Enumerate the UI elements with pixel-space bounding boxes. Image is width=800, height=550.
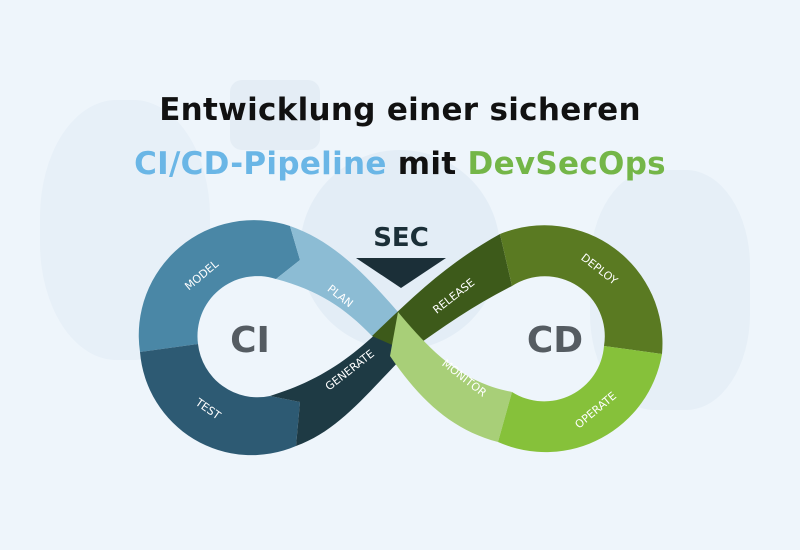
title-mit: mit [397,146,457,182]
segment-release [372,234,512,352]
segment-model [138,220,300,352]
segment-generate [270,310,408,446]
segment-monitor [390,312,512,442]
sec-triangle [356,258,446,288]
segment-test [140,344,300,456]
segment-deploy [500,225,663,354]
cd-label: CD [527,320,583,361]
page-subtitle: CI/CD-Pipeline mit DevSecOps [0,146,800,182]
title-devsecops: DevSecOps [467,146,666,182]
ci-label: CI [230,320,270,361]
title-ci-cd: CI/CD-Pipeline [134,146,387,182]
background-shape [230,80,320,150]
segment-plan [276,226,398,336]
page-title: Entwicklung einer sicheren [0,92,800,128]
segment-operate [498,346,662,453]
title-line-1: Entwicklung einer sicheren [159,92,641,128]
sec-label: SEC [373,223,429,253]
